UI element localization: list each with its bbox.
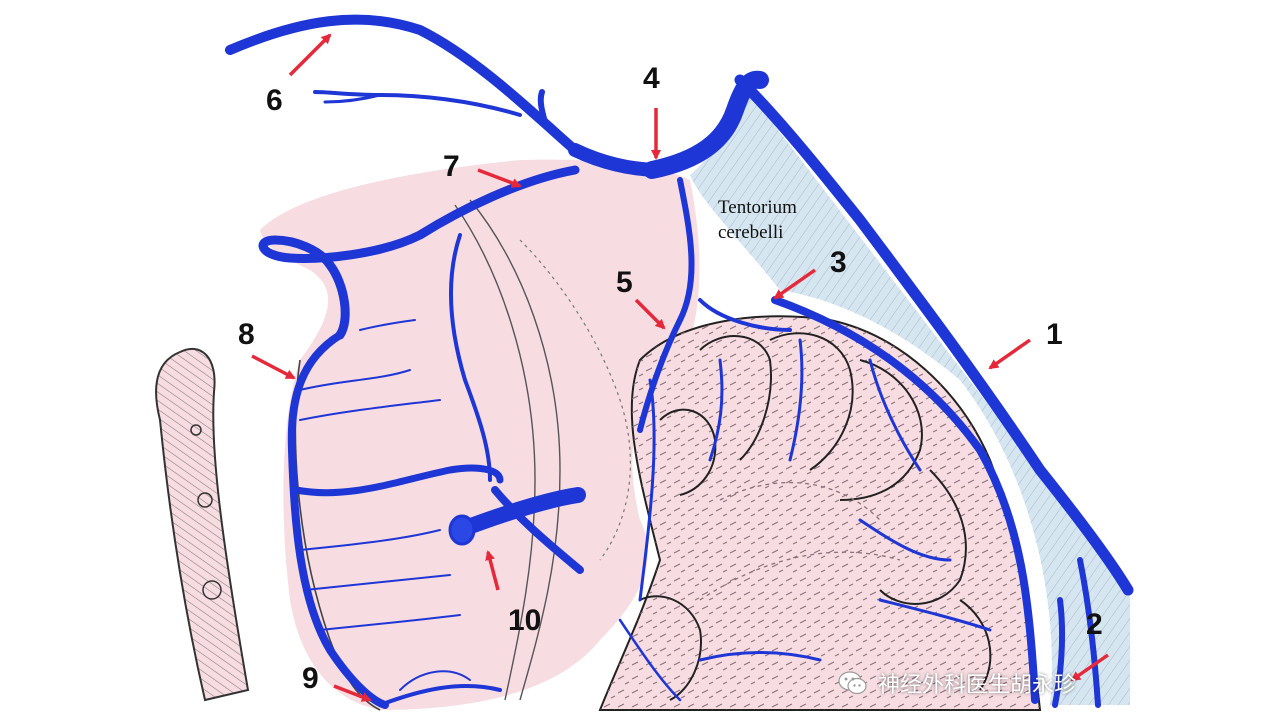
watermark: 神经外科医生胡永珍 bbox=[836, 666, 1076, 700]
label-5: 5 bbox=[616, 266, 633, 299]
tentorium-label: Tentorium cerebelli bbox=[718, 197, 797, 243]
tentorium-label-line1: Tentorium bbox=[718, 197, 797, 218]
arrow-2 bbox=[1070, 653, 1109, 682]
wechat-icon bbox=[838, 671, 867, 695]
arrow-8 bbox=[251, 354, 296, 380]
arrow-1 bbox=[988, 338, 1032, 370]
straight-sinus bbox=[734, 74, 1134, 596]
basal-vein bbox=[258, 165, 580, 340]
tentorium-cerebelli bbox=[690, 80, 1130, 705]
label-9: 9 bbox=[302, 662, 319, 695]
label-8: 8 bbox=[238, 318, 255, 351]
label-7: 7 bbox=[443, 150, 460, 183]
label-6: 6 bbox=[266, 84, 283, 117]
arrow-9 bbox=[333, 684, 372, 702]
arrow-10 bbox=[485, 550, 500, 591]
internal-cerebral-vein bbox=[225, 14, 580, 155]
label-4: 4 bbox=[643, 62, 660, 95]
tentorium-label-line2: cerebelli bbox=[718, 222, 783, 243]
label-10: 10 bbox=[508, 604, 541, 637]
arrow-6 bbox=[288, 33, 332, 77]
arrow-5 bbox=[634, 298, 666, 330]
arrow-3 bbox=[773, 268, 817, 300]
anterior-pontomesencephalic-vein bbox=[287, 331, 389, 709]
great-cerebral-vein bbox=[568, 143, 667, 177]
arrow-7 bbox=[477, 168, 522, 188]
watermark-text: 神经外科医生胡永珍 bbox=[878, 673, 1077, 698]
label-1: 1 bbox=[1046, 318, 1063, 351]
pointer-arrows bbox=[251, 33, 1109, 702]
venous-network bbox=[225, 14, 1134, 709]
clivus-bone bbox=[155, 347, 250, 702]
number-labels: 1 2 3 4 5 6 7 8 9 10 bbox=[238, 62, 1103, 695]
label-3: 3 bbox=[830, 246, 847, 279]
label-2: 2 bbox=[1086, 608, 1103, 641]
